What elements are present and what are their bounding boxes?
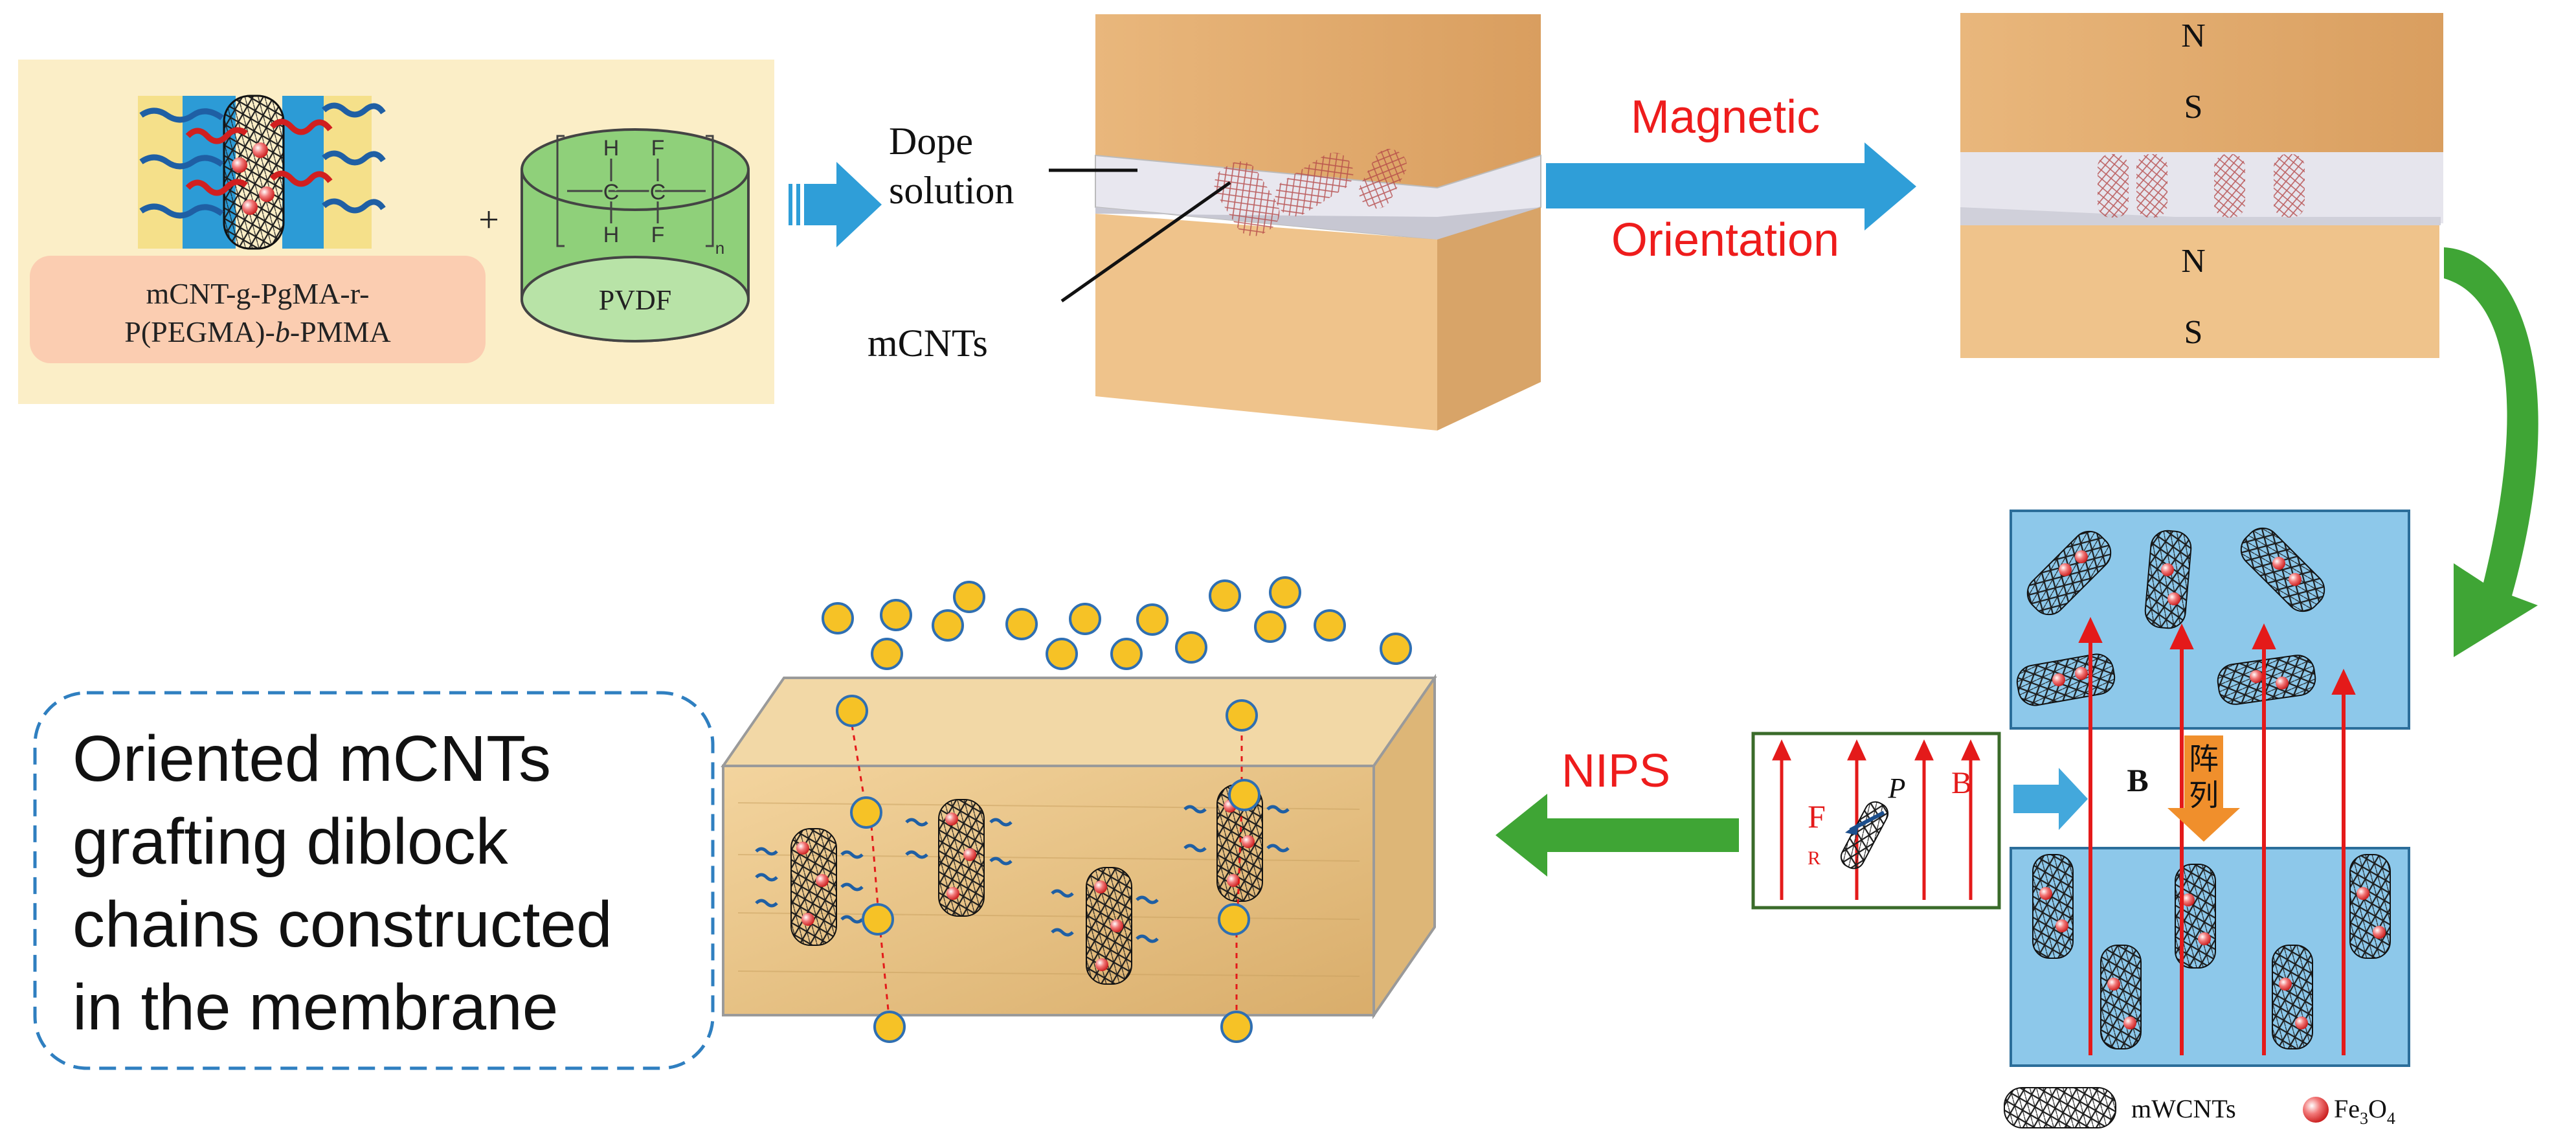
monomer-c2: C — [650, 180, 666, 205]
dope-label-line2: solution — [889, 169, 1014, 212]
magnet-aligned — [1960, 13, 2443, 358]
magnet-unaligned — [1095, 14, 1541, 431]
force-r-label: R — [1808, 847, 1820, 869]
composite-name-box — [30, 256, 486, 363]
force-f-label: F — [1808, 798, 1826, 835]
array-arrow — [2167, 735, 2240, 842]
short-blue-arrow — [2013, 768, 2088, 830]
legend-mwcnt-label: mWCNTs — [2131, 1094, 2236, 1123]
pole-top-n: N — [2181, 17, 2206, 54]
grafted-cnt-illustration — [138, 95, 386, 250]
pvdf-label: PVDF — [599, 284, 672, 316]
field-label-b: B — [2127, 762, 2148, 798]
alignment-schematic — [2010, 510, 2410, 1067]
monomer-n: n — [715, 238, 724, 258]
force-p-label: P — [1888, 772, 1906, 804]
array-char-1: 阵 — [2189, 742, 2219, 776]
pole-bottom-n: N — [2181, 243, 2206, 280]
pole-top-s: S — [2184, 89, 2203, 126]
force-b-label: B — [1951, 766, 1972, 800]
nips-label: NIPS — [1562, 745, 1670, 797]
conclusion-box — [33, 691, 715, 1070]
legend-fe3o4-label: Fe3O4 — [2334, 1094, 2395, 1128]
composite-name-line2: P(PEGMA)-b-PMMA — [124, 315, 391, 348]
pvdf-cylinder: H F C C H F n — [521, 128, 750, 342]
magnetic-orientation-arrow — [1546, 142, 1916, 230]
legend-fe3o4-dot — [2303, 1097, 2329, 1123]
conclusion-line-4: in the membrane — [73, 971, 558, 1044]
field-lines — [2078, 616, 2356, 1055]
monomer-f-bottom: F — [651, 223, 665, 247]
monomer-h-bottom: H — [603, 223, 620, 247]
dope-label-line1: Dope — [889, 120, 973, 163]
pole-bottom-s: S — [2184, 314, 2203, 351]
monomer-h-top: H — [603, 136, 620, 161]
curved-green-arrow — [2444, 247, 2538, 657]
conclusion-line-1: Oriented mCNTs — [73, 723, 551, 795]
random-cnts — [2016, 527, 2325, 706]
legend: mWCNTs Fe3O4 — [2004, 1087, 2395, 1128]
force-diagram-box — [1751, 732, 2001, 910]
mcnts-pointer-line — [1060, 181, 1231, 303]
arrow-to-dope — [789, 162, 882, 247]
conclusion-line-2: grafting diblock — [73, 805, 509, 878]
monomer-c1: C — [603, 180, 620, 205]
conclusion-line-3: chains constructed — [73, 888, 612, 961]
solvent-particles — [822, 576, 1412, 1043]
monomer-f-top: F — [651, 136, 665, 161]
magnetic-label-line2: Orientation — [1611, 214, 1839, 266]
legend-mwcnt-swatch — [2004, 1087, 2116, 1128]
membrane-cnts — [755, 784, 1290, 985]
plus-sign: + — [478, 200, 499, 240]
nips-arrow — [1495, 794, 1739, 877]
composite-name-line1: mCNT-g-PgMA-r- — [146, 277, 370, 310]
aligned-cnts — [2032, 854, 2391, 1049]
array-char-2: 列 — [2189, 778, 2219, 812]
magnetic-label-line1: Magnetic — [1631, 91, 1820, 143]
membrane-block — [721, 673, 1437, 1020]
mcnts-label: mCNTs — [868, 322, 988, 365]
